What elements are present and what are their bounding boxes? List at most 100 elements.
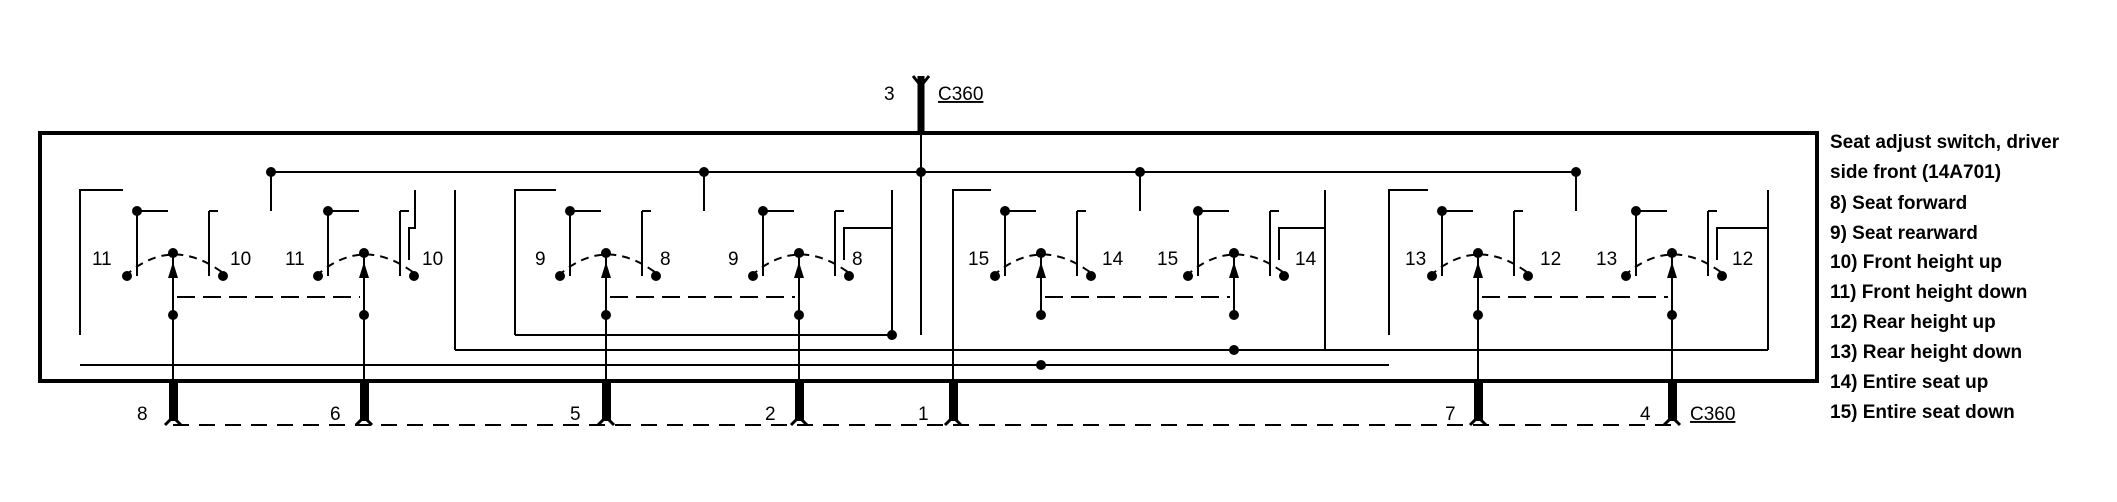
top-connector-terminal (911, 75, 931, 89)
terminal-tip (943, 414, 963, 427)
legend-title: side front (14A701) (1830, 162, 2001, 183)
junction-dot (1473, 248, 1483, 258)
contact-label: 12 (1540, 249, 1561, 270)
junction-dot (1229, 248, 1239, 258)
legend-item: 15) Entire seat down (1830, 402, 2015, 423)
junction-dot (1000, 206, 1010, 216)
contact-label: 13 (1405, 249, 1426, 270)
contact-label: 14 (1102, 249, 1124, 270)
junction-dot (409, 271, 419, 281)
junction-dot (122, 271, 132, 281)
bottom-pin-label: 8 (137, 404, 148, 425)
terminal-tip (1662, 414, 1682, 427)
junction-dot (651, 271, 661, 281)
junction-dot (699, 167, 709, 177)
junction-dot (1229, 310, 1239, 320)
group-frame (79, 189, 123, 335)
junction-dot (1621, 271, 1631, 281)
junction-dot (168, 248, 178, 258)
top-connector-pin: 3 (884, 84, 895, 105)
junction-dot (1571, 167, 1581, 177)
switch-arc (750, 253, 854, 277)
contact-label: 15 (968, 249, 989, 270)
contact-label: 12 (1732, 249, 1753, 270)
legend-item: 10) Front height up (1830, 252, 2002, 273)
connector-terminals (163, 75, 1682, 427)
wires (38, 76, 1819, 426)
junction-dot (1427, 271, 1437, 281)
switch-arrow (1229, 262, 1239, 278)
junction-dot (1437, 206, 1447, 216)
switch-arc (124, 253, 228, 277)
switch-arc (315, 253, 419, 277)
switch-arc (1185, 253, 1289, 277)
bottom-pin-label: 6 (330, 404, 341, 425)
terminal-tip (596, 414, 616, 427)
junction-dot (1183, 271, 1193, 281)
legend-item: 8) Seat forward (1830, 193, 1967, 214)
contact-label: 11 (92, 249, 112, 270)
legend-item: 14) Entire seat up (1830, 372, 1988, 393)
junction-dot (1717, 271, 1727, 281)
contact-label: 10 (230, 249, 251, 270)
contact-label: 9 (535, 249, 546, 270)
bottom-connector-terminal (360, 381, 369, 421)
legend-item: 11) Front height down (1830, 282, 2027, 303)
switch-arrow (1473, 262, 1483, 278)
junction-dot (794, 310, 804, 320)
legend-item: 9) Seat rearward (1830, 223, 1978, 244)
bottom-connector-terminal (1668, 381, 1677, 421)
junction-dot (758, 206, 768, 216)
switch-arc (1429, 253, 1533, 277)
terminal-tip (163, 414, 183, 427)
junction-dot (1193, 206, 1203, 216)
junction-dot (359, 248, 369, 258)
junction-dot (887, 330, 897, 340)
contact-label: 11 (285, 249, 305, 270)
junction-dot (313, 271, 323, 281)
junction-dot (601, 248, 611, 258)
junction-dot (1279, 271, 1289, 281)
contact-label: 15 (1157, 249, 1178, 270)
switch-arrow (1036, 262, 1046, 278)
junction-dot (1229, 345, 1239, 355)
junction-dot (748, 271, 758, 281)
bottom-connector-terminal (169, 381, 178, 421)
junction-dot (844, 271, 854, 281)
bottom-pin-label: 2 (765, 404, 776, 425)
legend-item: 12) Rear height up (1830, 312, 1996, 333)
junction-dot (1036, 360, 1046, 370)
bottom-pin-label: 7 (1445, 404, 1456, 425)
junction-dot (794, 248, 804, 258)
bottom-pin-label: 4 (1640, 404, 1651, 425)
terminal-tip (789, 414, 809, 427)
junction-dot (1667, 248, 1677, 258)
switch-arrow (601, 262, 611, 278)
bottom-connector-terminal (1474, 381, 1483, 421)
junction-dot (1036, 310, 1046, 320)
junction-dot (218, 271, 228, 281)
contact-label: 8 (660, 249, 671, 270)
junction-dot (359, 310, 369, 320)
junction-dot (323, 206, 333, 216)
legend-title: Seat adjust switch, driver (1830, 132, 2060, 153)
junction-dots (122, 167, 1727, 370)
switch-arrow (1667, 262, 1677, 278)
junction-dot (1086, 271, 1096, 281)
bottom-connector-name: C360 (1690, 404, 1735, 425)
junction-dot (1631, 206, 1641, 216)
junction-dot (1135, 167, 1145, 177)
junction-dot (1036, 248, 1046, 258)
contact-label: 8 (852, 249, 863, 270)
bottom-connector-terminal (795, 381, 804, 421)
bottom-connector-terminal (602, 381, 611, 421)
bottom-pin-label: 5 (570, 404, 581, 425)
switch-arrow (359, 262, 369, 278)
switch-enclosure (38, 131, 1819, 383)
junction-dot (1473, 310, 1483, 320)
bottom-connector-terminal (949, 381, 958, 421)
junction-dot (990, 271, 1000, 281)
legend-item: 13) Rear height down (1830, 342, 2022, 363)
junction-dot (168, 310, 178, 320)
